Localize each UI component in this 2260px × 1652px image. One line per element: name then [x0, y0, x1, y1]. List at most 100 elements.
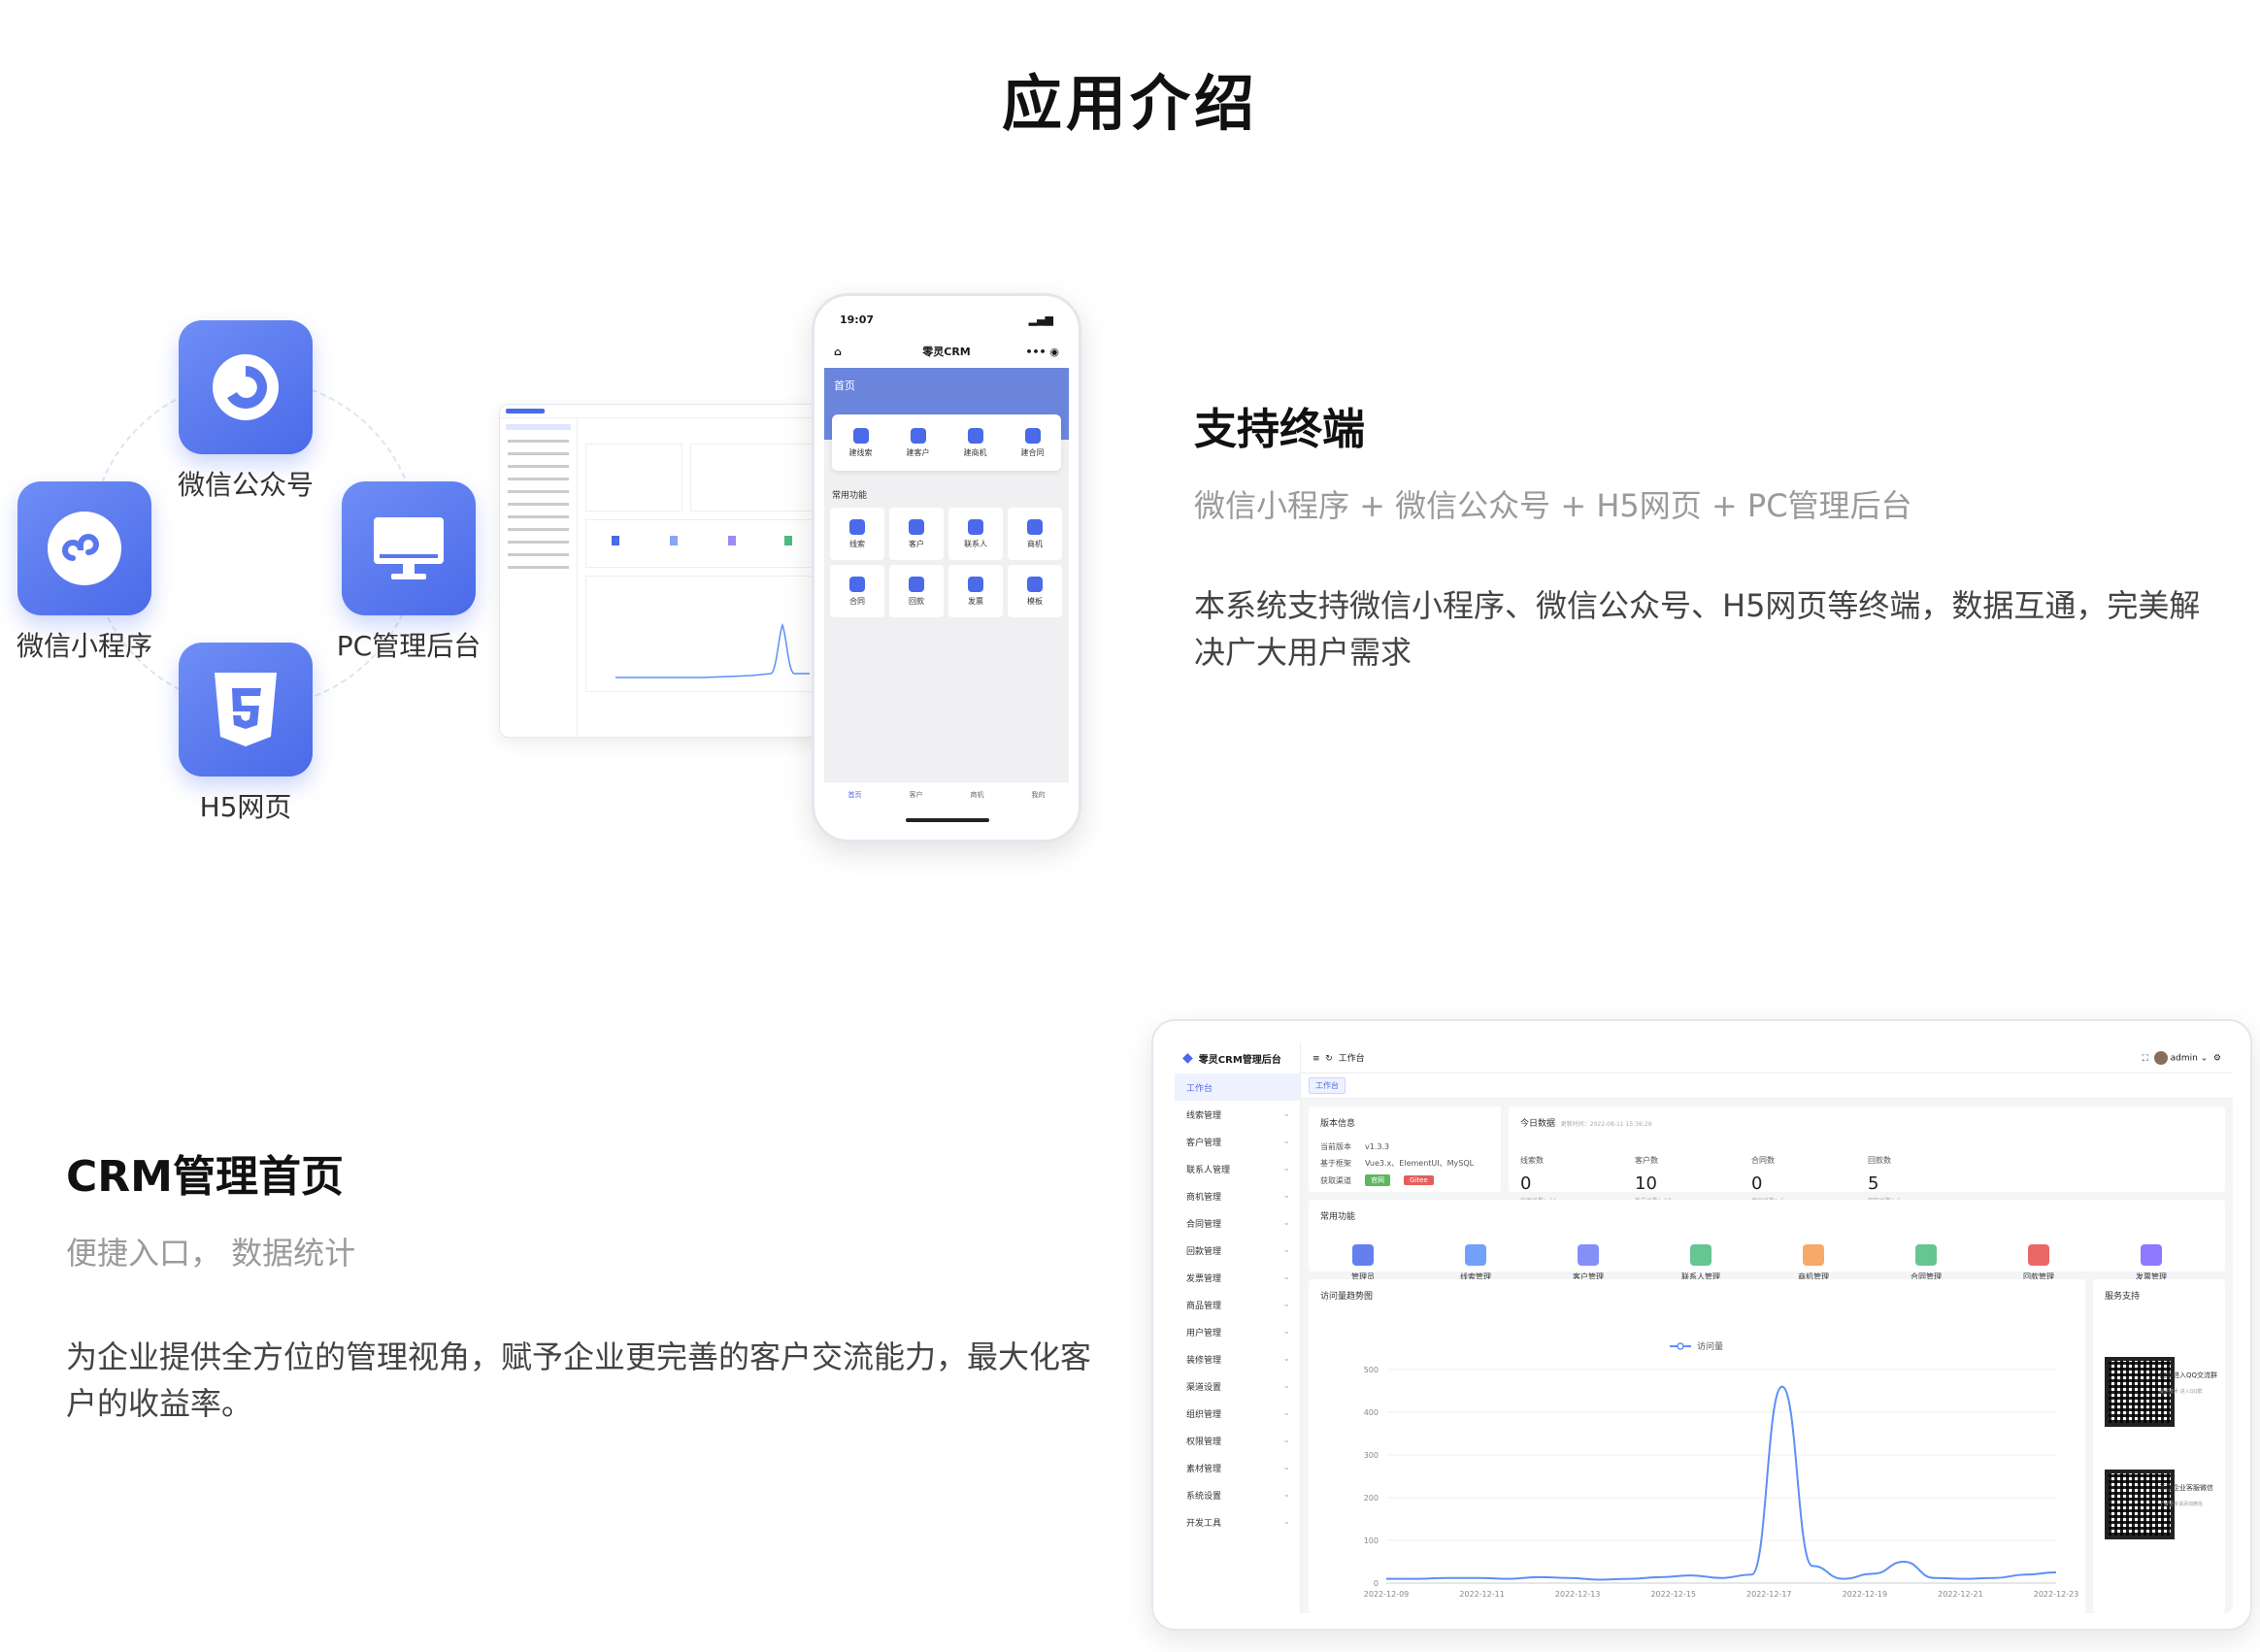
- stat-contracts: 合同数0合同总数：6: [1751, 1156, 1784, 1205]
- wechat-official-account-tile[interactable]: [179, 320, 313, 454]
- refresh-icon[interactable]: ↻: [1325, 1054, 1333, 1064]
- grid-item[interactable]: 商机: [1008, 508, 1062, 560]
- support-heading: 支持终端: [1194, 405, 1365, 454]
- menu-toggle-icon[interactable]: ≡: [1313, 1054, 1320, 1064]
- wechat-official-account-icon: [213, 354, 279, 420]
- sidebar-item[interactable]: 系统设置⌄: [1175, 1481, 1300, 1508]
- app-name: 零灵CRM管理后台: [1198, 1054, 1281, 1066]
- function-item[interactable]: 客户管理: [1549, 1244, 1627, 1282]
- sidebar-item[interactable]: 发票管理⌄: [1175, 1264, 1300, 1291]
- home-icon[interactable]: ⌂: [834, 345, 842, 358]
- tile-label: H5网页: [199, 791, 292, 823]
- fullscreen-icon[interactable]: ⛶: [2142, 1053, 2148, 1063]
- tab-opportunity[interactable]: 商机: [970, 791, 984, 799]
- function-icon: [1578, 1244, 1599, 1266]
- grid-item[interactable]: 线索: [830, 508, 884, 560]
- sidebar-item[interactable]: 渠道设置⌄: [1175, 1372, 1300, 1400]
- sidebar-item-label: 开发工具: [1186, 1518, 1222, 1529]
- sidebar-item[interactable]: 联系人管理⌄: [1175, 1155, 1300, 1182]
- more-icon[interactable]: ••• ◉: [1025, 345, 1059, 358]
- function-item[interactable]: 联系人管理: [1662, 1244, 1740, 1282]
- qq-group-sub: 提供技术 进入QQ群: [2159, 1389, 2203, 1395]
- official-site-badge[interactable]: 官网: [1365, 1174, 1390, 1186]
- pc-preview-version-card: [585, 444, 682, 512]
- chevron-down-icon: ⌄: [1282, 1408, 1290, 1418]
- sidebar-item[interactable]: 商机管理⌄: [1175, 1182, 1300, 1209]
- y-tick-label: 300: [1364, 1451, 1379, 1460]
- support-title: 服务支持: [2105, 1292, 2141, 1302]
- phone-function-grid: 线索 客户 联系人 商机 合同 回款 发票 模板: [830, 508, 1063, 617]
- grid-item[interactable]: 联系人: [948, 508, 1003, 560]
- crm-heading: CRM管理首页: [66, 1152, 344, 1202]
- function-item[interactable]: 发票管理: [2112, 1244, 2190, 1282]
- sidebar-item[interactable]: 客户管理⌄: [1175, 1128, 1300, 1155]
- gitee-badge[interactable]: Gitee: [1404, 1175, 1434, 1185]
- avatar[interactable]: [2153, 1050, 2168, 1065]
- settings-icon[interactable]: ⚙: [2212, 1053, 2221, 1063]
- sidebar-item[interactable]: 权限管理⌄: [1175, 1427, 1300, 1454]
- sidebar-item-label: 工作台: [1186, 1083, 1213, 1094]
- tab-workbench[interactable]: 工作台: [1309, 1077, 1346, 1094]
- x-tick-label: 2022-12-21: [1938, 1590, 1983, 1599]
- sidebar-item[interactable]: 工作台: [1175, 1074, 1300, 1101]
- user-area[interactable]: ⛶ admin ⌄ ⚙: [2142, 1050, 2221, 1065]
- contract-icon: [849, 576, 865, 592]
- sidebar-item[interactable]: 商品管理⌄: [1175, 1291, 1300, 1318]
- function-item[interactable]: 回款管理: [2000, 1244, 2077, 1282]
- grid-item[interactable]: 回款: [889, 565, 944, 617]
- sidebar-item[interactable]: 回款管理⌄: [1175, 1237, 1300, 1264]
- sidebar-item[interactable]: 装修管理⌄: [1175, 1345, 1300, 1372]
- quick-create-opportunity[interactable]: 建商机: [964, 427, 987, 458]
- sidebar-item[interactable]: 开发工具 ⌄: [1175, 1508, 1300, 1536]
- chevron-down-icon: ⌄: [1282, 1463, 1290, 1472]
- sidebar-item[interactable]: 合同管理⌄: [1175, 1209, 1300, 1237]
- phone-mockup: 19:07 ▂▄▆ ⌂ 零灵CRM ••• ◉ 首页 建线索 建客户 建商机 建…: [812, 293, 1081, 843]
- function-label: 合同管理: [1911, 1272, 1942, 1281]
- sidebar-menu: 工作台线索管理⌄客户管理⌄联系人管理⌄商机管理⌄合同管理⌄回款管理⌄发票管理⌄商…: [1175, 1074, 1300, 1536]
- phone-nav-bar: ⌂ 零灵CRM ••• ◉: [824, 335, 1069, 368]
- sidebar-item[interactable]: 素材管理 ⌄: [1175, 1454, 1300, 1481]
- function-item[interactable]: 线索管理: [1437, 1244, 1514, 1282]
- sidebar-item[interactable]: 线索管理⌄: [1175, 1101, 1300, 1128]
- tab-customer[interactable]: 客户: [909, 791, 923, 799]
- function-item[interactable]: 管理员: [1324, 1244, 1402, 1282]
- function-item[interactable]: 合同管理: [1887, 1244, 1965, 1282]
- stat-leads: 线索数0线索总数：11: [1520, 1156, 1557, 1205]
- signal-icon: ▂▄▆: [1028, 314, 1053, 326]
- chevron-down-icon: ⌄: [1282, 1436, 1290, 1445]
- quick-create-customer[interactable]: 建客户: [907, 427, 930, 458]
- dashboard-logo: ◆ 零灵CRM管理后台: [1175, 1042, 1300, 1074]
- qq-group-title: 扫码进入QQ交流群: [2159, 1371, 2218, 1379]
- grid-item[interactable]: 合同: [830, 565, 884, 617]
- sidebar-item-label: 素材管理: [1186, 1464, 1222, 1474]
- function-item[interactable]: 商机管理: [1775, 1244, 1852, 1282]
- h5-tile[interactable]: [179, 643, 313, 776]
- pc-preview-stats-card: [690, 444, 814, 512]
- tab-me[interactable]: 我的: [1031, 791, 1046, 799]
- chevron-down-icon: ⌄: [1282, 1517, 1290, 1527]
- mini-program-tile[interactable]: [17, 481, 151, 615]
- sidebar-item[interactable]: 用户管理⌄: [1175, 1318, 1300, 1345]
- grid-item[interactable]: 发票: [948, 565, 1003, 617]
- legend-marker: [1677, 1342, 1684, 1350]
- grid-item[interactable]: 客户: [889, 508, 944, 560]
- sidebar-item-label: 系统设置: [1186, 1491, 1222, 1502]
- tab-home[interactable]: 首页: [848, 791, 862, 799]
- grid-item[interactable]: 模板: [1008, 565, 1062, 617]
- lead-icon: [849, 518, 865, 535]
- function-icon: [1465, 1244, 1486, 1266]
- channel-row: 获取渠道 官网 Gitee: [1309, 1172, 1501, 1189]
- quick-create-lead[interactable]: 建线索: [849, 427, 873, 458]
- sidebar-item[interactable]: 组织管理⌄: [1175, 1400, 1300, 1427]
- chevron-down-icon: ⌄: [1282, 1300, 1290, 1309]
- x-tick-label: 2022-12-11: [1459, 1590, 1505, 1599]
- pc-admin-tile[interactable]: [342, 481, 476, 615]
- chevron-down-icon: ⌄: [1282, 1191, 1290, 1201]
- chevron-down-icon: ⌄: [1282, 1137, 1290, 1146]
- chart-title: 访问量趋势图: [1320, 1292, 1374, 1302]
- tile-label: 微信公众号: [177, 469, 314, 501]
- pc-preview-header: [500, 405, 820, 418]
- quick-create-contract[interactable]: 建合同: [1021, 427, 1045, 458]
- contact-icon: [968, 518, 983, 535]
